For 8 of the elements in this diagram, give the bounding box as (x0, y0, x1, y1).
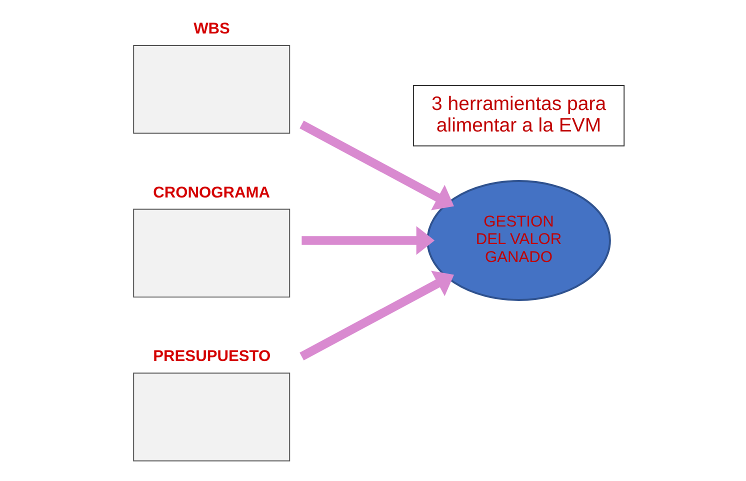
node-label: PRESUPUESTO (153, 348, 271, 366)
node-label: WBS (194, 20, 230, 38)
node-box: 3 herramientas para alimentar a la EVM (412, 84, 625, 146)
node-ellipse: GESTION DEL VALOR GANADO (426, 180, 611, 301)
arrow (300, 270, 454, 360)
node-label: CRONOGRAMA (153, 184, 270, 202)
arrow (300, 120, 454, 210)
arrow (302, 226, 435, 255)
